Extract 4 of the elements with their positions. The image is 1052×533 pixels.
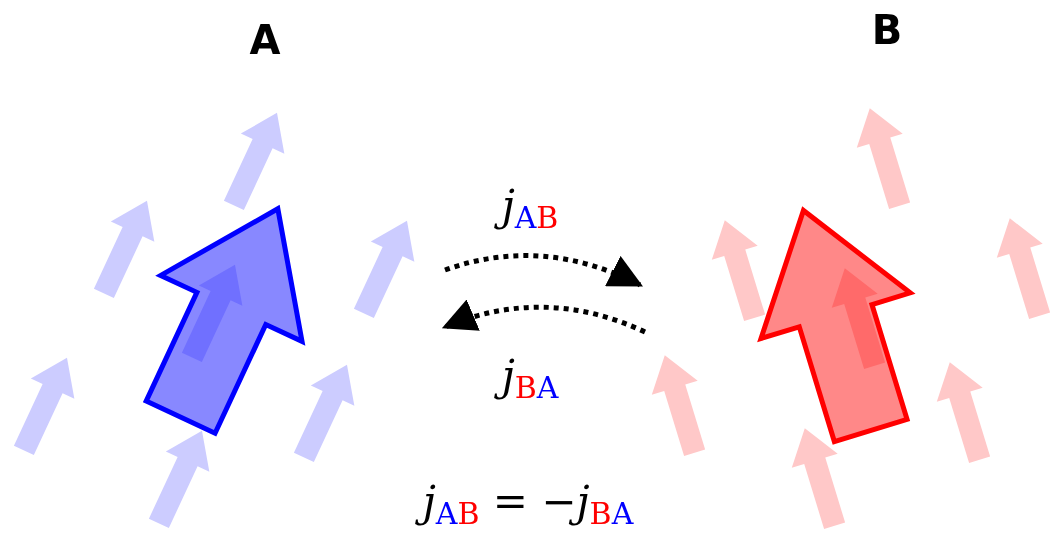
group-title: B [871,8,903,52]
dotted-arrow [444,253,644,288]
dotted-arrow [441,300,646,335]
group-title: A [249,18,281,62]
